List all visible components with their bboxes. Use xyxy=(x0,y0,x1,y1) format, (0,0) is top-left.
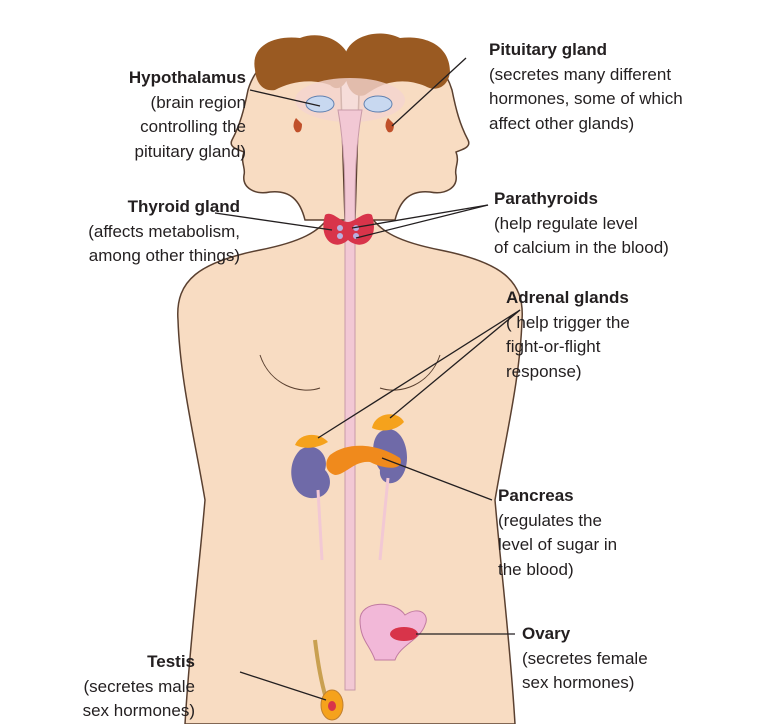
leader-lines xyxy=(214,57,521,701)
label-pancreas: Pancreas (regulates the level of sugar i… xyxy=(498,486,618,579)
hair-left xyxy=(254,35,351,91)
adrenal-right xyxy=(372,414,404,431)
label-testis: Testis (secretes male sex hormones) xyxy=(82,652,195,720)
hypothalamus-left xyxy=(305,95,335,113)
adrenal-left xyxy=(295,434,328,448)
label-hypothalamus: Hypothalamus (brain region controlling t… xyxy=(128,68,246,161)
label-parathyroids: Parathyroids (help regulate level of cal… xyxy=(494,189,669,257)
pancreas xyxy=(326,445,401,475)
label-ovary: Ovary (secretes female sex hormones) xyxy=(522,624,648,692)
kidney-left xyxy=(291,446,330,499)
hypothalamus-right xyxy=(363,95,393,113)
label-thyroid: Thyroid gland (affects metabolism, among… xyxy=(88,197,240,265)
ovary xyxy=(390,627,418,641)
label-adrenal: Adrenal glands ( help trigger the fight-… xyxy=(506,288,630,381)
label-pituitary: Pituitary gland (secretes many different… xyxy=(489,40,683,133)
pituitary-left xyxy=(293,118,302,133)
pituitary-right xyxy=(385,118,394,133)
